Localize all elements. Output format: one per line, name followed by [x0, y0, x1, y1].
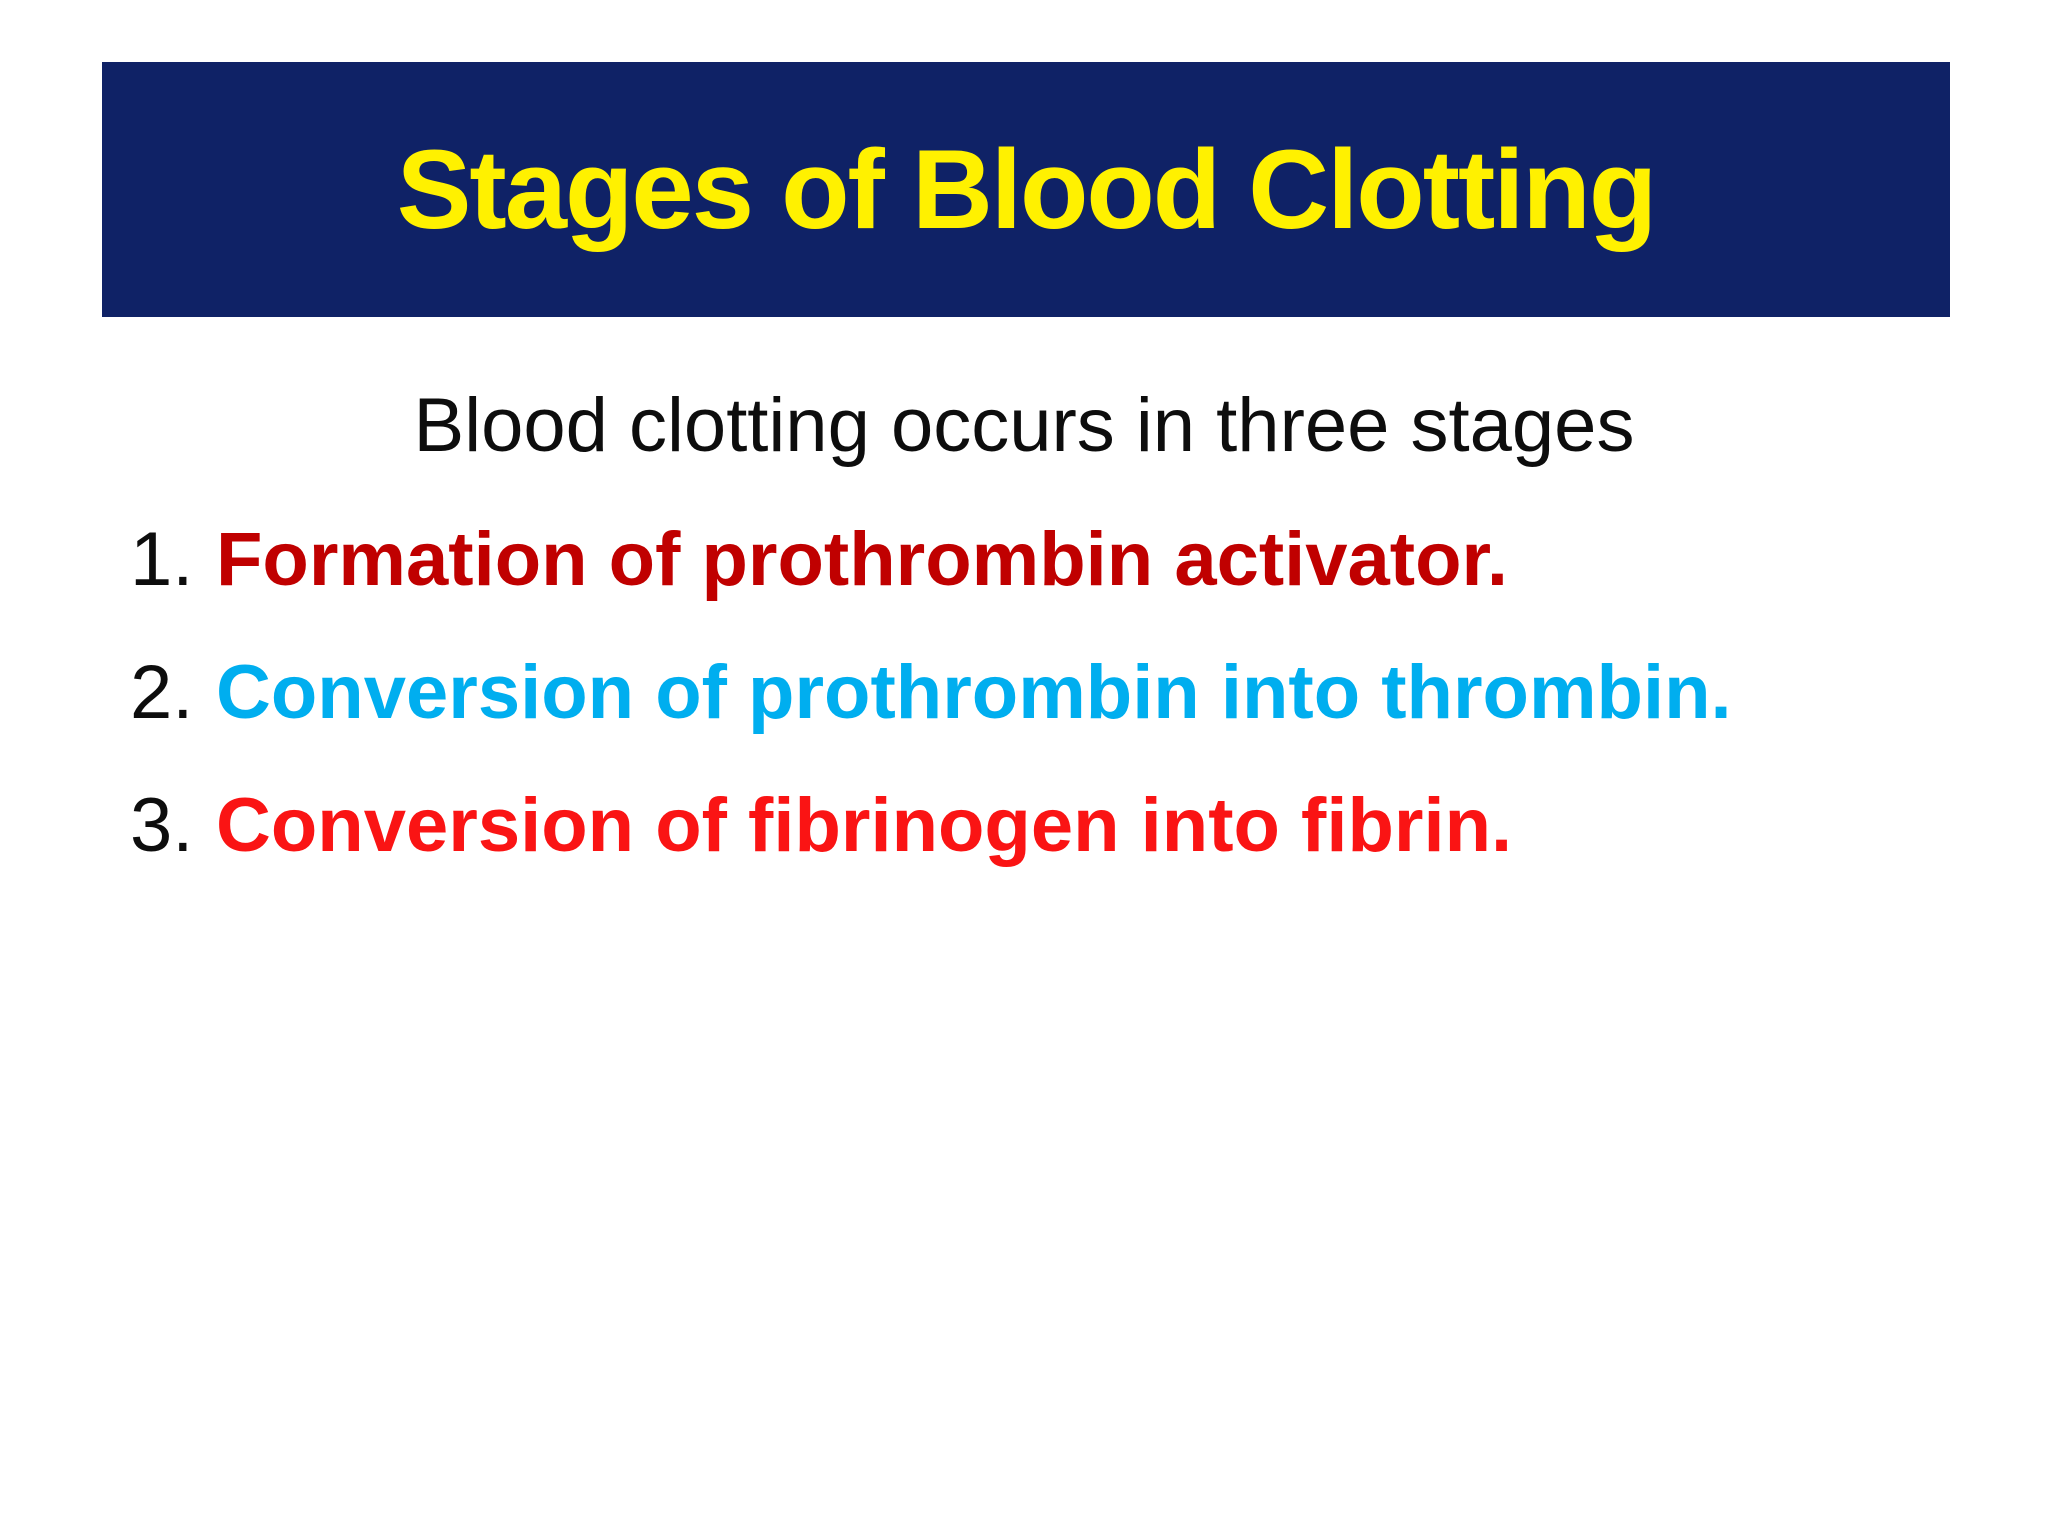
stage-number: 2.	[130, 650, 194, 735]
stage-item: 1. Formation of prothrombin activator.	[130, 518, 1508, 602]
stage-number: 3.	[130, 783, 194, 868]
stage-text: Formation of prothrombin activator.	[216, 517, 1509, 602]
stage-text: Conversion of fibrinogen into fibrin.	[216, 783, 1513, 868]
title-banner: Stages of Blood Clotting	[102, 62, 1950, 317]
intro-text: Blood clotting occurs in three stages	[413, 383, 1635, 468]
stage-item: 2. Conversion of prothrombin into thrombi…	[130, 651, 1732, 735]
stage-item: 3. Conversion of fibrinogen into fibrin.	[130, 784, 1512, 868]
slide-title: Stages of Blood Clotting	[396, 127, 1658, 252]
stage-number: 1.	[130, 517, 194, 602]
stage-text: Conversion of prothrombin into thrombin.	[216, 650, 1732, 735]
